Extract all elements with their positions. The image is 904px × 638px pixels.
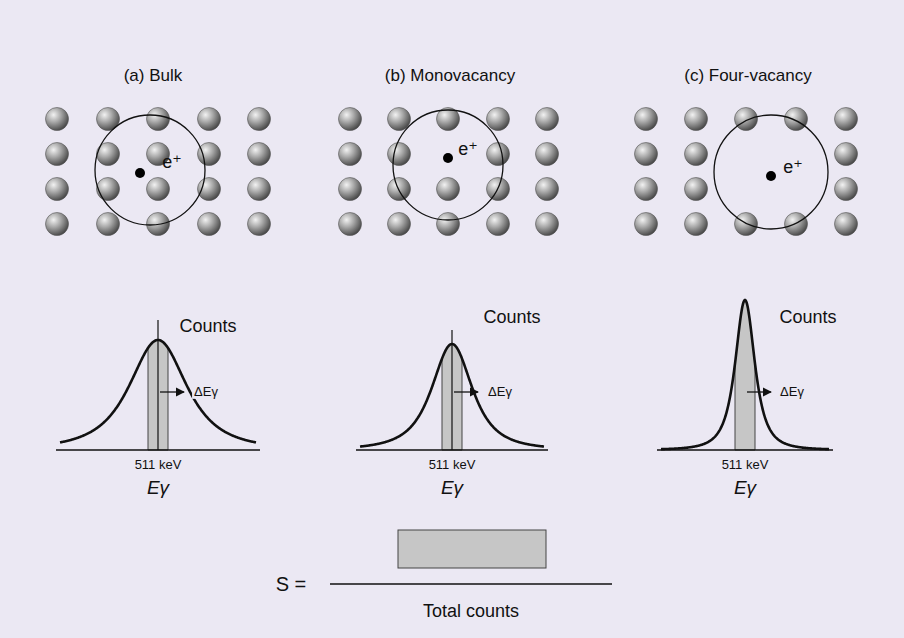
atom (835, 178, 858, 201)
atom (685, 178, 708, 201)
atom (735, 213, 758, 236)
atom (487, 108, 510, 131)
width-label: ΔEγ (486, 385, 514, 399)
positron-label: e⁺ (458, 140, 478, 160)
atom (198, 213, 221, 236)
axis-label: Eγ (734, 478, 756, 499)
atom (248, 143, 271, 166)
atom (339, 213, 362, 236)
atom (437, 178, 460, 201)
positron-label: e⁺ (783, 158, 803, 178)
atom (147, 108, 170, 131)
width-arrow (747, 391, 771, 392)
atom (635, 108, 658, 131)
atom (46, 108, 69, 131)
atom (388, 108, 411, 131)
energy-axis (657, 449, 833, 450)
atom (635, 213, 658, 236)
width-arrow (160, 391, 184, 392)
axis-label: Eγ (441, 478, 463, 499)
energy-value: 511 keV (722, 458, 769, 472)
atom (785, 108, 808, 131)
fraction-label: Total counts (423, 602, 519, 622)
width-label: ΔEγ (778, 385, 806, 399)
fraction-bar (330, 583, 612, 584)
positron-dot (443, 153, 453, 163)
atom (536, 108, 559, 131)
atom (97, 213, 120, 236)
atom (536, 213, 559, 236)
energy-value: 511 keV (135, 458, 182, 472)
panel-title: (c) Four-vacancy (684, 67, 812, 86)
atom (248, 213, 271, 236)
atom (248, 108, 271, 131)
positron-label: e⁺ (162, 153, 182, 173)
lattice (339, 108, 559, 236)
lattice (46, 108, 271, 236)
atom (685, 143, 708, 166)
atom (198, 143, 221, 166)
atom (339, 143, 362, 166)
panel-title: (b) Monovacancy (385, 67, 515, 86)
atom (437, 213, 460, 236)
atom (635, 143, 658, 166)
atom (487, 213, 510, 236)
lattice (635, 108, 858, 236)
axis-label: Counts (483, 308, 540, 328)
atom (339, 108, 362, 131)
axis-label: Counts (779, 308, 836, 328)
peak-curve (60, 340, 256, 442)
positron-range (393, 110, 503, 220)
atom (487, 143, 510, 166)
atom (835, 143, 858, 166)
atom (198, 108, 221, 131)
atom (388, 213, 411, 236)
atom (46, 213, 69, 236)
positron-range (714, 115, 828, 229)
spectrum (356, 330, 548, 450)
panel-title: (a) Bulk (124, 67, 183, 86)
atom (785, 213, 808, 236)
atom (735, 108, 758, 131)
positron-range (95, 115, 205, 225)
atom (835, 213, 858, 236)
width-label: ΔEγ (192, 385, 220, 399)
atom (46, 143, 69, 166)
counts-axis (451, 330, 452, 450)
positron-dot (766, 171, 776, 181)
axis-label: Eγ (147, 478, 169, 499)
fraction-label: S = (276, 573, 307, 595)
atom (147, 178, 170, 201)
peak-curve (360, 344, 544, 447)
atom (536, 143, 559, 166)
spectrum (56, 320, 260, 450)
positron-dot (135, 168, 145, 178)
atom (97, 178, 120, 201)
atom (635, 178, 658, 201)
atom (835, 108, 858, 131)
atom (536, 178, 559, 201)
atom (685, 213, 708, 236)
atom (339, 178, 362, 201)
energy-value: 511 keV (429, 458, 476, 472)
atom (248, 178, 271, 201)
window-counts-box (398, 530, 546, 568)
atom (46, 178, 69, 201)
width-arrow (454, 391, 478, 392)
atom (685, 108, 708, 131)
window-band (735, 300, 755, 450)
atom (388, 143, 411, 166)
axis-label: Counts (179, 317, 236, 337)
